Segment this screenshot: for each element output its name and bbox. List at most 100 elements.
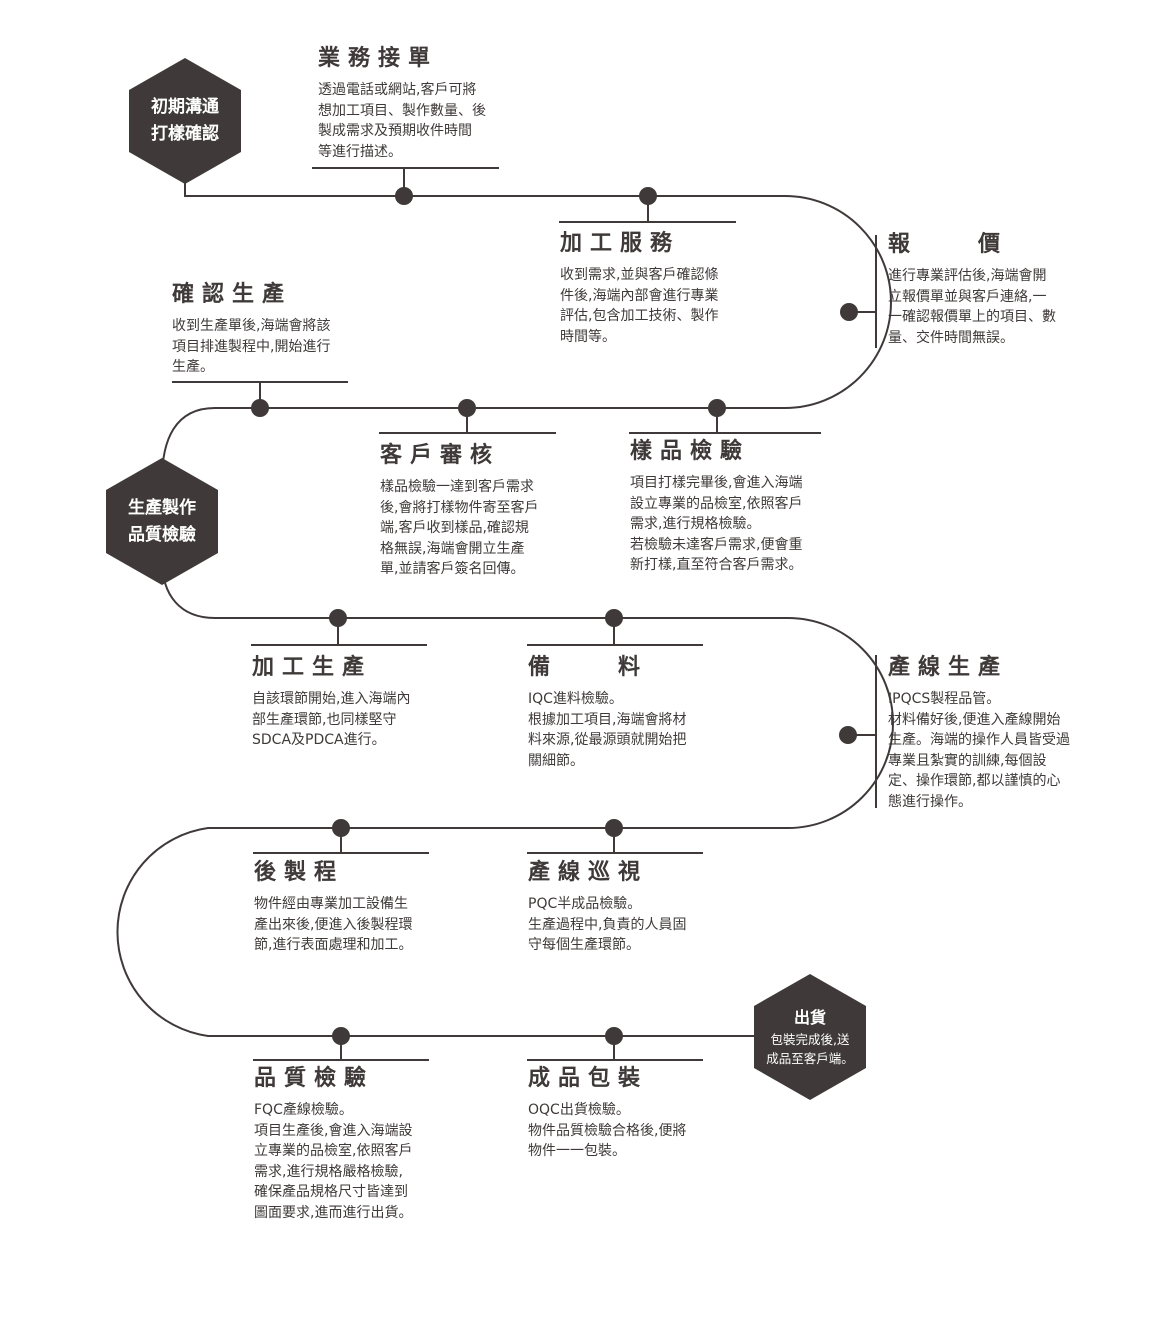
- description-line: 時間等。: [560, 328, 616, 345]
- description-line: 一確認報價單上的項目、數: [888, 309, 1056, 325]
- step-node: [329, 609, 347, 627]
- step-node: [839, 726, 857, 744]
- description-line: 收到生產單後,海端會將該: [172, 318, 331, 334]
- step-machining-production: 加工生產 自該環節開始,進入海端內 部生產環節,也同樣堅守 SDCA及PDCA進…: [252, 653, 410, 751]
- description-line: PQC半成品檢驗。: [528, 896, 642, 912]
- step-node: [395, 187, 413, 205]
- description-line: 圖面要求,進而進行出貨。: [254, 1204, 413, 1221]
- step-confirm-production: 確認生產 收到生產單後,海端會將該 項目排進製程中,開始進行 生產。: [172, 280, 330, 378]
- hex-line: 品質檢驗: [128, 524, 196, 545]
- description-line: 材料備好後,便進入產線開始: [888, 711, 1061, 728]
- description-line: 定、操作環節,都以謹慎的心: [888, 773, 1061, 789]
- step-processing-service: 加工服務 收到需求,並與客戶確認條 件後,海端內部會進行專業 評估,包含加工技術…: [560, 229, 718, 347]
- description-line: 料來源,從最源頭就開始把: [528, 732, 687, 748]
- step-title: 備 料: [528, 655, 649, 680]
- description-line: 新打樣,直至符合客戶需求。: [630, 557, 803, 573]
- step-sample-inspection: 樣品檢驗 項目打樣完畢後,會進入海端 設立專業的品檢室,依照客戶 需求,進行規格…: [630, 437, 802, 576]
- step-node: [605, 1027, 623, 1045]
- step-finished-packaging: 成品包裝 OQC出貨檢驗。 物件品質檢驗合格後,便將 物件一一包裝。: [528, 1064, 686, 1162]
- step-title: 加工服務: [560, 231, 681, 256]
- description-line: IQC進料檢驗。: [528, 691, 623, 707]
- description-line: 關細節。: [528, 752, 584, 769]
- description-line: 物件品質檢驗合格後,便將: [528, 1122, 687, 1139]
- step-node: [605, 609, 623, 627]
- step-customer-review: 客戶審核 樣品檢驗一達到客戶需求 後,會將打樣物件寄至客戶 端,客戶收到樣品,確…: [380, 441, 538, 580]
- description-line: 樣品檢驗一達到客戶需求: [380, 479, 534, 495]
- description-line: 項目排進製程中,開始進行: [172, 338, 331, 355]
- description-line: 項目生產後,會進入海端設: [254, 1122, 413, 1139]
- step-title: 成品包裝: [528, 1066, 649, 1091]
- description-line: 生產過程中,負責的人員固: [528, 916, 687, 933]
- hex-line: 成品至客戶端。: [766, 1051, 854, 1066]
- step-description: 透過電話或網站,客戶可將 想加工項目、製作數量、後 製成需求及預期收件時間 等進…: [318, 80, 486, 162]
- hex-line: 生產製作: [128, 497, 196, 518]
- description-line: 部生產環節,也同樣堅守: [252, 711, 397, 728]
- description-line: 設立專業的品檢室,依照客戶: [630, 495, 803, 512]
- step-title: 客戶審核: [380, 443, 501, 468]
- step-order-receipt: 業務接單 透過電話或網站,客戶可將 想加工項目、製作數量、後 製成需求及預期收件…: [318, 44, 486, 162]
- step-description: FQC產線檢驗。 項目生產後,會進入海端設 立專業的品檢室,依照客戶 需求,進行…: [254, 1100, 412, 1223]
- description-line: 收到需求,並與客戶確認條: [560, 267, 719, 283]
- step-post-process: 後製程 物件經由專業加工設備生 產出來後,便進入後製程環 節,進行表面處理和加工…: [254, 858, 412, 956]
- step-quotation: 報 價 進行專業評估後,海端會開 立報價單並與客戶連絡,一 一確認報價單上的項目…: [888, 230, 1056, 348]
- step-quality-inspection: 品質檢驗 FQC產線檢驗。 項目生產後,會進入海端設 立專業的品檢室,依照客戶 …: [254, 1064, 412, 1223]
- end-hexagon-label: 出貨 包裝完成後,送 成品至客戶端。: [754, 974, 866, 1100]
- description-line: 量、交件時間無誤。: [888, 329, 1014, 346]
- step-node: [332, 819, 350, 837]
- flow-line: [161, 160, 892, 481]
- description-line: 生產。: [172, 359, 214, 375]
- description-line: 需求,進行規格嚴格檢驗,: [254, 1163, 403, 1180]
- description-line: 進行專業評估後,海端會開: [888, 268, 1047, 284]
- description-line: 生產。海端的操作人員皆受過: [888, 732, 1070, 748]
- step-node: [332, 1027, 350, 1045]
- step-node: [605, 819, 623, 837]
- description-line: FQC產線檢驗。: [254, 1102, 353, 1118]
- step-description: 物件經由專業加工設備生 產出來後,便進入後製程環 節,進行表面處理和加工。: [254, 894, 412, 956]
- description-line: 守每個生產環節。: [528, 937, 640, 953]
- description-line: 立專業的品檢室,依照客戶: [254, 1143, 413, 1159]
- step-node: [840, 303, 858, 321]
- description-line: 格無誤,海端會開立生產: [380, 540, 525, 557]
- hexagon-start: [129, 58, 241, 184]
- description-line: 節,進行表面處理和加工。: [254, 937, 413, 953]
- step-description: OQC出貨檢驗。 物件品質檢驗合格後,便將 物件一一包裝。: [528, 1100, 686, 1162]
- step-title: 後製程: [254, 860, 345, 885]
- step-title: 產線生產: [888, 655, 1009, 680]
- description-line: 專業且紮實的訓練,每個設: [888, 752, 1047, 769]
- description-line: 項目打樣完畢後,會進入海端: [630, 475, 803, 491]
- step-title: 業務接單: [318, 46, 439, 71]
- step-description: IPQCS製程品管。 材料備好後,便進入產線開始 生產。海端的操作人員皆受過 專…: [888, 689, 1070, 812]
- description-line: 立報價單並與客戶連絡,一: [888, 288, 1047, 305]
- step-line-patrol: 產線巡視 PQC半成品檢驗。 生產過程中,負責的人員固 守每個生產環節。: [528, 858, 686, 956]
- description-line: 端,客戶收到樣品,確認規: [380, 520, 529, 536]
- step-description: 樣品檢驗一達到客戶需求 後,會將打樣物件寄至客戶 端,客戶收到樣品,確認規 格無…: [380, 477, 538, 580]
- description-line: 確保產品規格尺寸皆達到: [254, 1184, 408, 1200]
- hex-line: 打樣確認: [151, 124, 219, 144]
- step-description: IQC進料檢驗。 根據加工項目,海端會將材 料來源,從最源頭就開始把 關細節。: [528, 689, 686, 771]
- step-title: 報 價: [888, 232, 1009, 257]
- description-line: 單,並請客戶簽名回傳。: [380, 561, 525, 577]
- description-line: 評估,包含加工技術、製作: [560, 308, 719, 324]
- description-line: 後,會將打樣物件寄至客戶: [380, 499, 539, 516]
- start-hexagon-label: 初期溝通 打樣確認: [129, 58, 241, 184]
- step-title: 確認生產: [172, 282, 293, 307]
- step-title: 樣品檢驗: [630, 439, 751, 464]
- step-description: 項目打樣完畢後,會進入海端 設立專業的品檢室,依照客戶 需求,進行規格檢驗。 若…: [630, 473, 802, 576]
- step-material-prep: 備 料 IQC進料檢驗。 根據加工項目,海端會將材 料來源,從最源頭就開始把 關…: [528, 653, 686, 771]
- hexagon-mid: [106, 458, 218, 585]
- flow-line: [116, 559, 894, 1037]
- description-line: 等進行描述。: [318, 143, 402, 160]
- step-description: 進行專業評估後,海端會開 立報價單並與客戶連絡,一 一確認報價單上的項目、數 量…: [888, 266, 1056, 348]
- description-line: 物件經由專業加工設備生: [254, 896, 408, 912]
- step-node: [708, 399, 726, 417]
- description-line: 物件一一包裝。: [528, 1143, 626, 1159]
- description-line: 態進行操作。: [888, 793, 972, 810]
- hexagon-end: [754, 974, 866, 1100]
- mid-hexagon-label: 生產製作 品質檢驗: [106, 458, 218, 585]
- description-line: 自該環節開始,進入海端內: [252, 691, 411, 707]
- step-title: 加工生產: [252, 655, 373, 680]
- step-description: 收到需求,並與客戶確認條 件後,海端內部會進行專業 評估,包含加工技術、製作 時…: [560, 265, 718, 347]
- description-line: OQC出貨檢驗。: [528, 1102, 630, 1118]
- description-line: 件後,海端內部會進行專業: [560, 287, 719, 304]
